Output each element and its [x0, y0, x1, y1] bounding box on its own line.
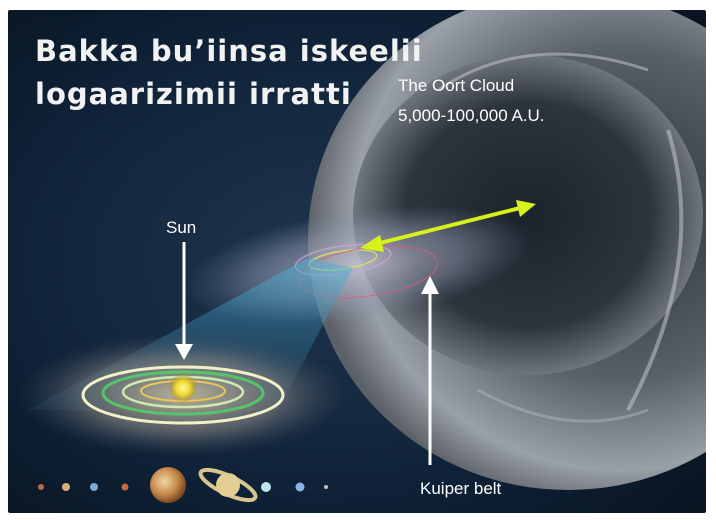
sun-label: Sun [166, 218, 197, 237]
pluto-icon [324, 485, 328, 489]
planet-row [38, 467, 328, 503]
sun-icon [169, 374, 197, 402]
solar-system-artwork [8, 10, 706, 513]
neptune-icon [295, 482, 305, 492]
kuiper-belt-label: Kuiper belt [420, 479, 502, 498]
jupiter-icon [150, 467, 186, 503]
uranus-icon [261, 482, 271, 492]
title-line-1: Bakka bu’iinsa iskeelii [35, 34, 423, 68]
saturn-icon [198, 467, 258, 503]
kuiper-pointer-arrow [421, 276, 439, 465]
sun-pointer-arrow [175, 242, 193, 360]
mercury-icon [38, 484, 44, 490]
distance-arrow [360, 200, 536, 252]
orbit-ring-green [101, 370, 265, 416]
oort-cloud-label: The Oort Cloud [398, 76, 515, 95]
mars-icon [121, 483, 129, 491]
oort-cloud-illustration: Bakka bu’iinsa iskeelii logaarizimii irr… [8, 10, 706, 513]
venus-icon [62, 483, 70, 491]
oort-cloud-range-label: 5,000-100,000 A.U. [398, 106, 545, 125]
orbit-ring-outer [81, 365, 285, 425]
title-line-2: logaarizimii irratti [35, 77, 352, 111]
inner-solar-system [18, 333, 348, 457]
earth-icon [90, 483, 98, 491]
